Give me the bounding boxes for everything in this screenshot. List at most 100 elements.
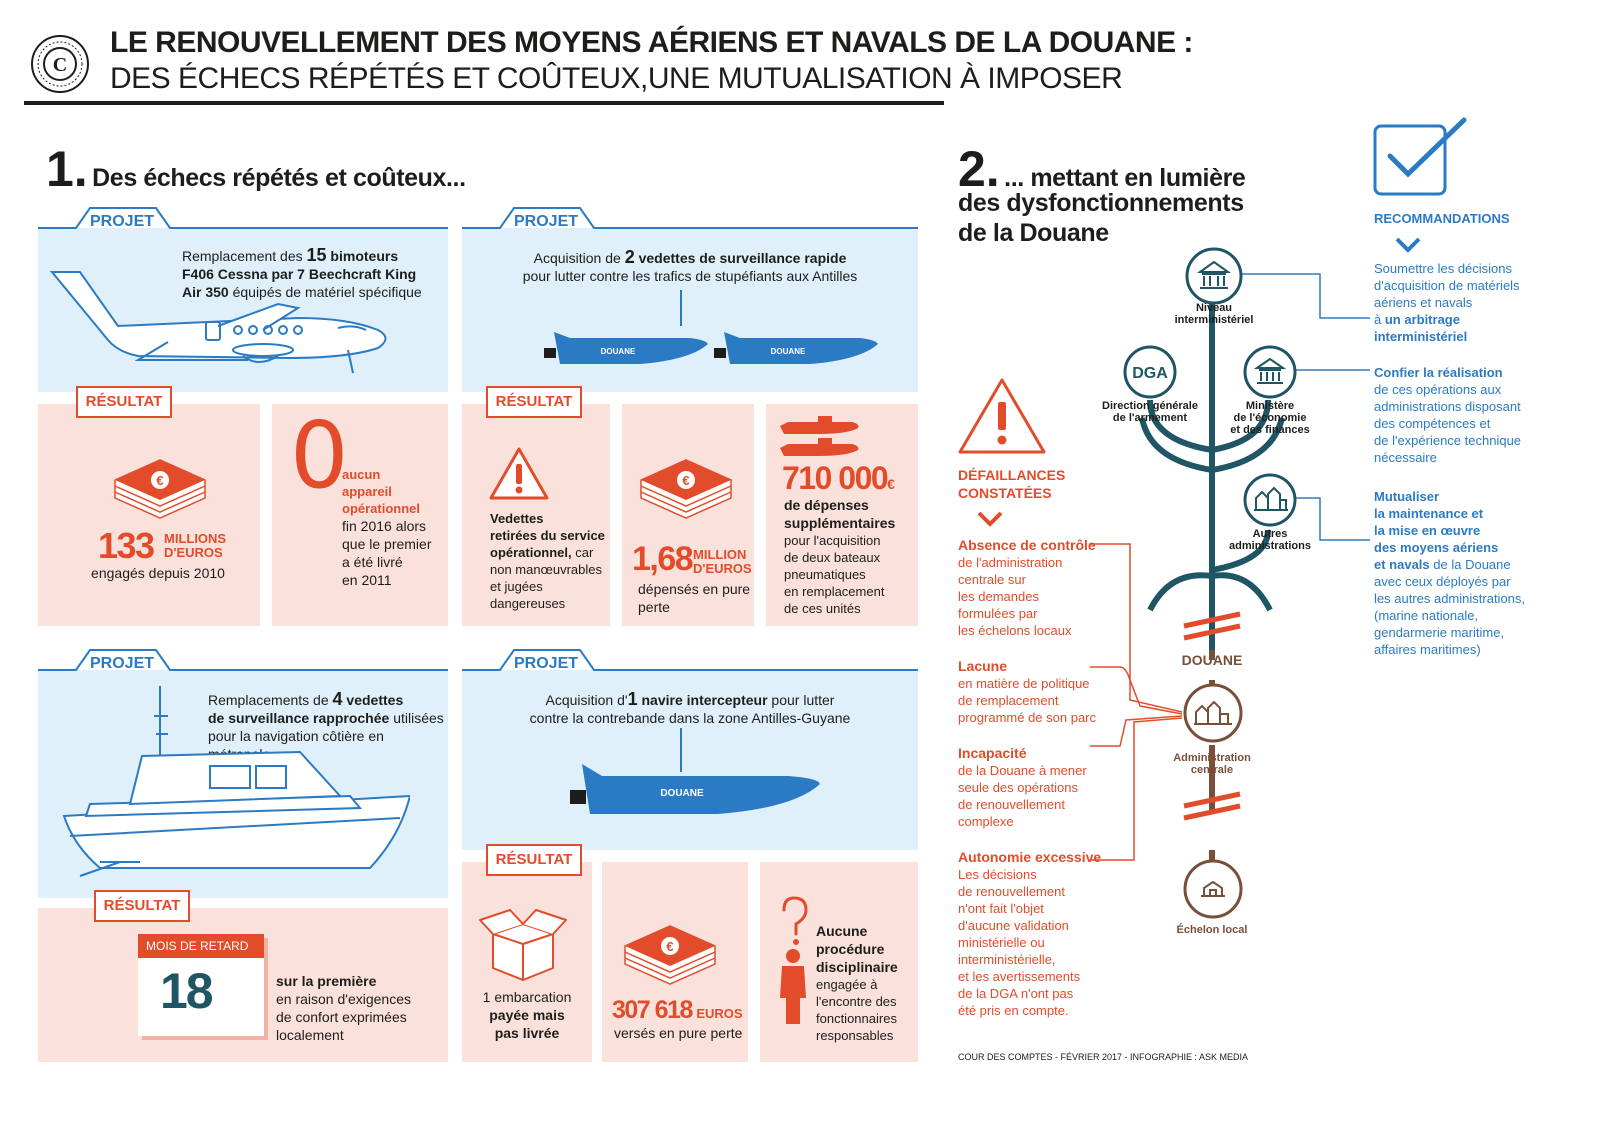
title-divider bbox=[24, 101, 944, 105]
central-administration-icon bbox=[1183, 683, 1243, 743]
project2-amount-value: 1,68 bbox=[632, 540, 694, 578]
svg-text:€: € bbox=[156, 473, 163, 488]
local-office-icon bbox=[1183, 859, 1243, 919]
credit-line: COUR DES COMPTES - FÉVRIER 2017 - INFOGR… bbox=[958, 1052, 1249, 1062]
section1-heading: 1. Des échecs répétés et coûteux... bbox=[46, 144, 466, 194]
question-person-icon bbox=[780, 896, 808, 1024]
interceptor-boat-icon: DOUANE bbox=[570, 764, 820, 814]
svg-text:€: € bbox=[666, 939, 673, 954]
calendar-header: MOIS DE RETARD bbox=[138, 934, 264, 958]
banknote-stack-icon: € bbox=[624, 925, 716, 985]
plane-illustration bbox=[49, 271, 387, 374]
project4-no-procedure-text: Aucune procédure disciplinaire engagée à… bbox=[816, 923, 898, 1043]
project3-tab bbox=[38, 649, 448, 671]
project4-result-badge: RÉSULTAT bbox=[486, 844, 582, 876]
svg-text:DOUANE: DOUANE bbox=[660, 788, 704, 799]
government-building-icon bbox=[1185, 247, 1243, 305]
project2-withdrawn-text: Vedettes retirées du service opérationne… bbox=[490, 511, 605, 611]
recommendation-3: Mutualiser la maintenance et la mise en … bbox=[1374, 489, 1526, 657]
banknote-stack-icon: € bbox=[114, 459, 206, 519]
chevron-down-icon bbox=[977, 511, 1003, 527]
project2-description: Acquisition de 2 vedettes de surveillanc… bbox=[522, 247, 858, 284]
project3-label: PROJET bbox=[90, 655, 155, 672]
project2-extra-cost-text: de dépenses supplémentaires pour l'acqui… bbox=[784, 497, 896, 616]
failure-item: Autonomie excessive Les décisions de ren… bbox=[958, 849, 1102, 1018]
project4-undelivered-text: 1 embarcation payée mais pas livrée bbox=[482, 989, 572, 1041]
project3-result-badge: RÉSULTAT bbox=[94, 890, 190, 922]
project4-pointer-line bbox=[680, 728, 682, 772]
project4-amount: 307 618 EUROS bbox=[612, 996, 743, 1024]
project2-result1-panel bbox=[462, 404, 610, 626]
inflatable-boats-icon bbox=[780, 416, 859, 456]
project2-extra-cost: 710 000€ bbox=[782, 460, 895, 496]
section2-heading: 2. ... mettant en lumière bbox=[958, 141, 1246, 197]
checkmark-icon bbox=[1373, 117, 1467, 196]
project1-result1-panel bbox=[38, 404, 260, 626]
project4-tab bbox=[462, 649, 918, 671]
project1-result2-panel bbox=[272, 404, 448, 626]
failure-item: Absence de contrôle de l'administration … bbox=[958, 537, 1096, 638]
project4-amount-caption: versés en pure perte bbox=[614, 1025, 743, 1041]
project1-zero-text: aucun appareil opérationnel fin 2016 alo… bbox=[342, 467, 432, 588]
warning-icon bbox=[958, 378, 1046, 454]
chevron-down-icon bbox=[1395, 237, 1421, 253]
failure-item: Incapacité de la Douane à mener seule de… bbox=[958, 745, 1087, 829]
project4-label: PROJET bbox=[514, 655, 579, 672]
other-administrations-icon bbox=[1243, 473, 1297, 527]
project2-result-badge: RÉSULTAT bbox=[486, 386, 582, 418]
project2-pointer-line bbox=[680, 290, 682, 326]
project1-amount-caption: engagés depuis 2010 bbox=[91, 565, 225, 581]
ministry-building-icon bbox=[1243, 345, 1297, 399]
node-echelon-local: Échelon local bbox=[1176, 924, 1248, 936]
svg-text:DGA: DGA bbox=[1132, 365, 1168, 382]
section2-number: 2. bbox=[958, 141, 1000, 197]
project3-delay-text: sur la première en raison d'exigences de… bbox=[276, 973, 411, 1043]
failure-item: Lacune en matière de politique de rempla… bbox=[958, 658, 1097, 725]
section2-title-line1: ... mettant en lumière bbox=[1004, 164, 1246, 192]
page-title: LE RENOUVELLEMENT DES MOYENS AÉRIENS ET … bbox=[110, 26, 1193, 59]
failures-list: Absence de contrôle de l'administration … bbox=[958, 536, 1138, 1019]
speedboat-icon: DOUANE bbox=[544, 332, 708, 364]
failures-heading: DÉFAILLANCES CONSTATÉES bbox=[958, 467, 1066, 501]
recommendation-1: Soumettre les décisions d'acquisition de… bbox=[1374, 261, 1520, 344]
delay-months-value: 18 bbox=[160, 963, 214, 1019]
cour-des-comptes-logo: C bbox=[31, 35, 89, 93]
project4-panel bbox=[462, 670, 918, 850]
project2-panel bbox=[462, 228, 918, 392]
recommendations-heading: RECOMMANDATIONS bbox=[1374, 211, 1510, 226]
project2-result3-panel bbox=[766, 404, 918, 626]
project4-description: Acquisition d'1 navire intercepteur pour… bbox=[529, 689, 851, 726]
section1-number: 1. bbox=[46, 141, 88, 197]
section2-title-line3: de la Douane bbox=[958, 219, 1109, 247]
section2-title-line2: des dysfonctionnements bbox=[958, 189, 1244, 217]
banknote-stack-icon: € bbox=[640, 459, 732, 519]
project2-tab bbox=[462, 207, 918, 229]
amount-value: 133 bbox=[98, 525, 155, 566]
recommendation-2: Confier la réalisation de ces opérations… bbox=[1374, 365, 1522, 465]
project1-tab bbox=[38, 207, 448, 229]
svg-text:C: C bbox=[53, 54, 67, 76]
svg-text:DOUANE: DOUANE bbox=[771, 347, 806, 356]
svg-text:€: € bbox=[682, 473, 689, 488]
speedboat-icon: DOUANE bbox=[714, 332, 878, 364]
project1-label: PROJET bbox=[90, 213, 155, 230]
project1-zero-value: 0 bbox=[290, 402, 349, 509]
warning-icon bbox=[489, 447, 549, 500]
svg-text:DOUANE: DOUANE bbox=[601, 347, 636, 356]
patrol-boat-illustration bbox=[62, 686, 410, 877]
project2-label: PROJET bbox=[514, 213, 579, 230]
section1-title: Des échecs répétés et coûteux... bbox=[92, 164, 466, 192]
empty-box-icon bbox=[479, 909, 567, 981]
project3-description: Remplacements de 4 vedettes de surveilla… bbox=[208, 689, 444, 762]
page-subtitle: DES ÉCHECS RÉPÉTÉS ET COÛTEUX,UNE MUTUAL… bbox=[110, 62, 1123, 95]
project1-result-badge: RÉSULTAT bbox=[76, 386, 172, 418]
project4-result3-panel bbox=[760, 862, 918, 1062]
